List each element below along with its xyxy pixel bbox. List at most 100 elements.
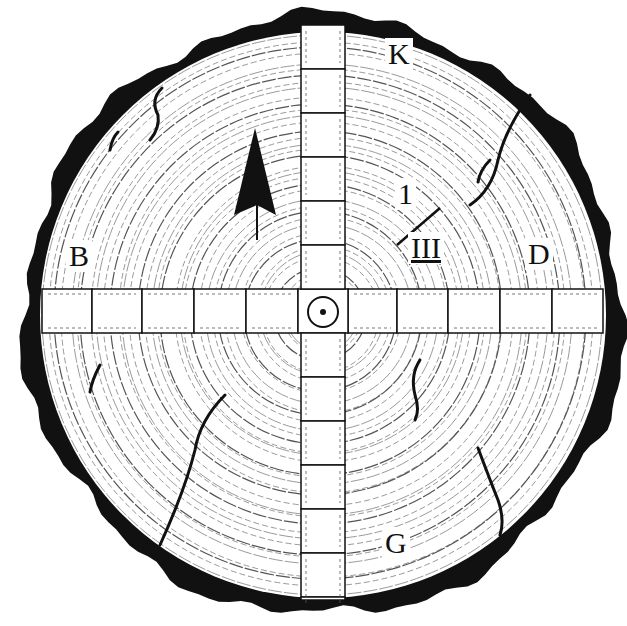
crack xyxy=(478,160,490,182)
scale-notch xyxy=(148,294,188,295)
scale-notch xyxy=(98,294,136,295)
scale-notch xyxy=(148,328,188,329)
scale-notch xyxy=(306,119,307,151)
scale-segment-box xyxy=(301,509,345,553)
scale-notch xyxy=(306,559,307,591)
growth-ring xyxy=(152,144,492,484)
north-arrow xyxy=(234,128,276,240)
scale-notch xyxy=(340,339,341,371)
scale-segment-box xyxy=(92,289,142,333)
growth-ring xyxy=(244,239,396,391)
scale-notch xyxy=(306,427,307,459)
scale-segment xyxy=(92,289,142,333)
horizontal-scale-strip xyxy=(42,289,603,333)
growth-ring xyxy=(49,42,593,586)
arrow-stem xyxy=(256,200,258,240)
crack xyxy=(110,132,118,150)
scale-notch xyxy=(340,31,341,63)
scale-segment xyxy=(348,289,397,333)
growth-rings xyxy=(42,35,602,595)
crack xyxy=(470,95,530,205)
scale-notch xyxy=(98,328,136,329)
scale-notch xyxy=(306,251,307,283)
scale-segment xyxy=(301,553,345,597)
scale-segment-box xyxy=(448,289,500,333)
scale-notch xyxy=(340,251,341,283)
scale-notch xyxy=(354,294,391,295)
scale-notch xyxy=(454,294,494,295)
letter-label: D xyxy=(525,238,553,270)
growth-ring xyxy=(80,75,560,555)
scale-segment-box xyxy=(301,333,345,377)
growth-ring xyxy=(160,155,480,475)
scale-notch xyxy=(200,294,240,295)
scale-notch xyxy=(340,427,341,459)
scale-segment-box xyxy=(348,289,397,333)
wood-face xyxy=(40,32,606,598)
crack xyxy=(413,360,420,420)
growth-ring xyxy=(175,166,471,462)
scale-segment-box xyxy=(301,377,345,421)
scale-segment-box xyxy=(194,289,246,333)
scale-segment-box xyxy=(301,69,345,113)
scale-notch xyxy=(306,31,307,63)
growth-ring xyxy=(54,47,586,579)
scale-segment xyxy=(194,289,246,333)
crack xyxy=(150,88,162,140)
scale-segment xyxy=(301,113,345,157)
scale-segment xyxy=(448,289,500,333)
growth-ring xyxy=(138,131,502,495)
scale-segment-box xyxy=(500,289,552,333)
scale-segment-box xyxy=(301,113,345,157)
scale-notch xyxy=(306,594,307,603)
scale-notch xyxy=(354,328,391,329)
scale-notch xyxy=(506,328,546,329)
scale-notch xyxy=(340,75,341,107)
scale-segment xyxy=(301,594,345,603)
center-dot xyxy=(320,309,326,315)
scale-segment-box xyxy=(552,289,603,333)
scale-notch xyxy=(454,328,494,329)
scale-segment xyxy=(397,289,448,333)
growth-ring xyxy=(77,69,565,557)
scale-notch xyxy=(48,328,86,329)
scale-notch xyxy=(403,294,442,295)
growth-ring xyxy=(103,97,539,533)
scale-notch xyxy=(340,515,341,547)
growth-ring xyxy=(241,233,401,393)
crack xyxy=(160,395,225,545)
scale-notch xyxy=(306,383,307,415)
scale-segment-box xyxy=(301,25,345,69)
letter-label: B xyxy=(66,240,92,272)
scale-notch xyxy=(340,163,341,195)
growth-ring xyxy=(91,82,555,546)
scale-notch xyxy=(340,594,341,603)
scale-segment-box xyxy=(301,421,345,465)
scale-segment xyxy=(246,289,298,333)
scale-notch xyxy=(48,294,86,295)
scale-notch xyxy=(506,294,546,295)
growth-ring xyxy=(72,64,572,564)
scale-segment-box xyxy=(246,289,298,333)
scale-segment xyxy=(301,69,345,113)
scale-segment xyxy=(42,289,92,333)
scale-segment-box xyxy=(301,245,345,289)
scale-notch xyxy=(340,559,341,591)
vertical-scale-strip xyxy=(301,25,345,603)
growth-ring xyxy=(96,87,548,539)
crack xyxy=(478,448,502,535)
growth-ring xyxy=(180,171,464,455)
letter-label: 1 xyxy=(395,178,416,210)
growth-ring xyxy=(119,109,527,517)
scale-segment-box xyxy=(301,597,345,600)
center-block xyxy=(298,289,348,333)
scale-segment xyxy=(500,289,552,333)
scale-notch xyxy=(252,328,292,329)
scale-notch xyxy=(340,471,341,503)
scale-notch xyxy=(252,294,292,295)
scale-notch xyxy=(200,328,240,329)
center-pin xyxy=(308,297,338,327)
scale-segment-box xyxy=(301,201,345,245)
